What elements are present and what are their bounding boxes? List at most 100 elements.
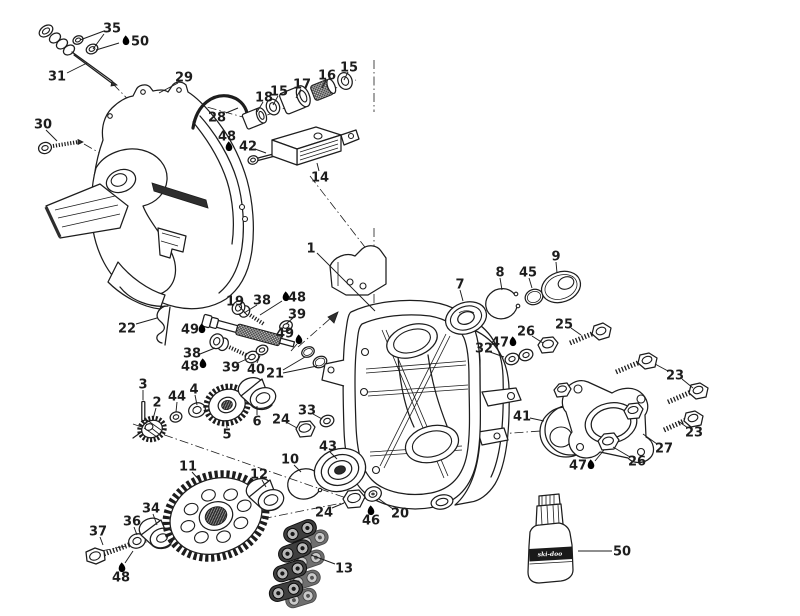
- part-number-34-idx39: 34: [142, 502, 160, 517]
- part-number-7-idx47: 7: [455, 278, 464, 293]
- part-seal-9: [540, 270, 582, 304]
- part-number-30-idx4: 30: [34, 118, 52, 133]
- part-number-47-idx59: 47: [569, 459, 587, 474]
- leader-line-13: [310, 554, 336, 565]
- part-nut-26a: [537, 336, 559, 354]
- part-number-12-idx38: 12: [250, 468, 268, 483]
- lube-dot-icon: [587, 459, 595, 470]
- part-number-22-idx15: 22: [118, 322, 136, 337]
- part-number-39-idx24: 39: [222, 361, 240, 376]
- leader-line-49: [290, 343, 298, 352]
- part-spacer-34: [138, 517, 175, 550]
- leader-line-27: [642, 433, 658, 445]
- part-number-38-idx22: 38: [183, 347, 201, 362]
- part-number-25-idx51: 25: [555, 318, 573, 333]
- part-number-15-idx7: 15: [270, 85, 288, 100]
- part-rod-19: [201, 311, 339, 348]
- part-number-17-idx8: 17: [293, 78, 311, 93]
- part-number-8-idx48: 8: [495, 266, 504, 281]
- part-number-24-idx44: 24: [315, 506, 333, 521]
- leader-line-48: [259, 300, 283, 316]
- leader-line-24: [331, 502, 345, 509]
- lube-dot-icon: [118, 562, 126, 573]
- part-number-42-idx12: 42: [239, 140, 257, 155]
- part-bolt-38b: [209, 333, 249, 358]
- part-chaincase-1: [321, 245, 522, 510]
- leader-line-18: [256, 101, 264, 113]
- leader-line-38: [243, 304, 258, 314]
- part-bottle-50: ski-doo: [527, 493, 574, 584]
- leader-line-25: [570, 327, 582, 336]
- leader-line-29: [158, 82, 179, 94]
- part-washers-35: [72, 35, 99, 55]
- leader-line-7: [459, 289, 464, 302]
- leader-line-35: [92, 33, 105, 50]
- part-number-48-idx42: 48: [112, 571, 130, 586]
- leader-line-45: [528, 277, 533, 289]
- part-number-23-idx56: 23: [685, 426, 703, 441]
- part-chain-13: [266, 516, 331, 611]
- part-nut-24b: [342, 489, 366, 509]
- leader-line-34: [152, 513, 158, 526]
- part-number-49-idx21: 49: [276, 327, 294, 342]
- part-number-10-idx36: 10: [281, 453, 299, 468]
- part-washer-39a: [279, 320, 293, 332]
- leader-line-35: [79, 30, 105, 41]
- leader-line-26: [531, 335, 544, 344]
- part-gear-2: [132, 415, 167, 443]
- leader-line-23: [677, 420, 689, 429]
- leader-line-9: [555, 261, 558, 274]
- part-hose-28: [191, 94, 249, 130]
- part-number-21-idx26: 21: [266, 367, 284, 382]
- part-number-50-idx61: 50: [613, 545, 631, 560]
- leader-line-43: [329, 451, 338, 460]
- leader-line-16: [321, 79, 327, 89]
- leader-line-2: [152, 407, 157, 420]
- lube-dot-icon: [509, 336, 517, 347]
- part-number-5-idx31: 5: [222, 428, 231, 443]
- part-number-44-idx29: 44: [168, 390, 186, 405]
- part-number-40-idx25: 40: [247, 363, 265, 378]
- part-bracket-14: [271, 126, 360, 166]
- lube-dot-icon: [198, 323, 206, 334]
- leader-line-39: [285, 317, 294, 325]
- part-number-27-idx57: 27: [655, 442, 673, 457]
- part-number-38-idx17: 38: [253, 294, 271, 309]
- leader-line-47: [594, 449, 605, 462]
- lube-dot-icon: [367, 505, 375, 516]
- part-nut-24a: [295, 420, 316, 438]
- part-orings-21: [301, 346, 328, 369]
- part-bushing-12: [245, 477, 285, 512]
- part-number-32-idx54: 32: [475, 342, 493, 357]
- part-number-3-idx27: 3: [138, 378, 147, 393]
- part-screw-30: [37, 138, 84, 155]
- leader-line-20: [378, 498, 394, 510]
- part-number-13-idx43: 13: [335, 562, 353, 577]
- part-pin-22: [156, 305, 171, 346]
- part-number-11-idx37: 11: [179, 460, 197, 475]
- leader-line-50: [95, 42, 120, 51]
- part-number-39-idx19: 39: [288, 308, 306, 323]
- part-washer-33: [319, 414, 335, 428]
- part-number-20-idx46: 20: [391, 507, 409, 522]
- part-number-47-idx53: 47: [491, 336, 509, 351]
- part-number-23-idx55: 23: [666, 369, 684, 384]
- part-washer-40: [255, 344, 269, 356]
- part-number-15-idx10: 15: [340, 61, 358, 76]
- leader-line-28: [225, 107, 239, 114]
- part-washer-44: [169, 411, 183, 423]
- part-pulley-43: [313, 447, 367, 493]
- leader-line-12: [261, 479, 267, 488]
- leader-line-21: [282, 356, 306, 371]
- part-number-43-idx35: 43: [319, 440, 337, 455]
- leader-line-48: [124, 550, 134, 564]
- part-number-48-idx18: 48: [288, 291, 306, 306]
- part-number-48-idx23: 48: [181, 360, 199, 375]
- leader-line-39: [237, 357, 250, 364]
- leader-line-26: [612, 446, 631, 458]
- lube-dot-icon: [282, 291, 290, 302]
- part-cover-29: [44, 81, 254, 310]
- leader-line-15: [272, 95, 279, 106]
- leader-line-22: [135, 317, 158, 325]
